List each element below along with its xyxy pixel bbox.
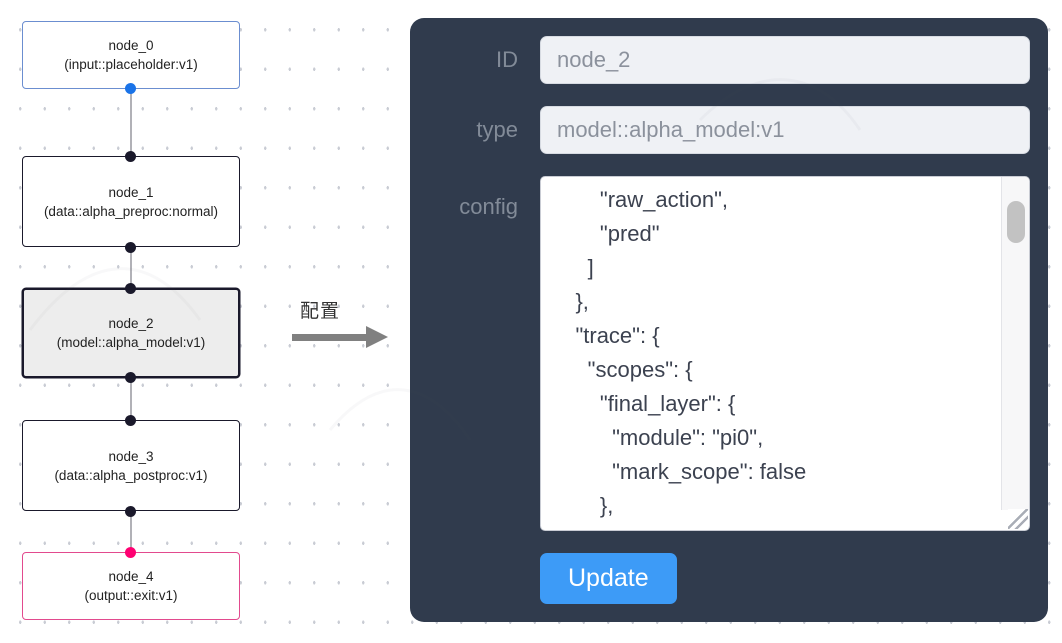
node-port-source-node_1[interactable] bbox=[125, 242, 136, 253]
config-textarea[interactable]: "raw_action", "pred" ] }, "trace": { "sc… bbox=[575, 187, 807, 530]
node-label: node_2(model::alpha_model:v1) bbox=[56, 316, 206, 350]
annotation-arrow-group: 配置 bbox=[292, 296, 400, 366]
graph-node-node_4[interactable]: node_4(output::exit:v1) bbox=[22, 552, 240, 620]
arrow-head-icon bbox=[366, 326, 388, 348]
node-label: node_3(data::alpha_postproc:v1) bbox=[54, 448, 208, 483]
resize-handle-icon[interactable] bbox=[1008, 509, 1028, 529]
node-port-source-node_3[interactable] bbox=[125, 506, 136, 517]
form-row-config: config "raw_action", "pred" ] }, "trace"… bbox=[428, 176, 1030, 531]
node-label: node_4(output::exit:v1) bbox=[84, 569, 178, 603]
config-textarea-wrapper[interactable]: "raw_action", "pred" ] }, "trace": { "sc… bbox=[540, 176, 1030, 531]
config-field-label: config bbox=[459, 194, 518, 219]
node-label: node_0(input::placeholder:v1) bbox=[64, 38, 198, 72]
graph-node-node_3[interactable]: node_3(data::alpha_postproc:v1) bbox=[22, 420, 240, 511]
form-row-type: type model::alpha_model:v1 bbox=[428, 106, 1030, 154]
edge-node1-node2 bbox=[130, 247, 132, 292]
arrow-shaft-icon bbox=[292, 334, 368, 341]
id-input[interactable]: node_2 bbox=[540, 36, 1030, 84]
node-port-source-node_2[interactable] bbox=[125, 372, 136, 383]
node-port-target-node_2[interactable] bbox=[125, 283, 136, 294]
edge-node0-node1 bbox=[130, 88, 132, 160]
node-port-source-node_0[interactable] bbox=[125, 83, 136, 94]
graph-node-node_0[interactable]: node_0(input::placeholder:v1) bbox=[22, 21, 240, 89]
panel-footer: Update bbox=[540, 553, 1030, 604]
annotation-label: 配置 bbox=[300, 300, 341, 322]
update-button[interactable]: Update bbox=[540, 553, 677, 604]
node-port-target-node_4[interactable] bbox=[125, 547, 136, 558]
id-field-label: ID bbox=[496, 47, 518, 72]
graph-node-node_1[interactable]: node_1(data::alpha_preproc:normal) bbox=[22, 156, 240, 247]
node-graph[interactable]: node_0(input::placeholder:v1) node_1(dat… bbox=[0, 0, 400, 643]
edge-node3-node4 bbox=[130, 511, 132, 551]
graph-node-node_2[interactable]: node_2(model::alpha_model:v1) bbox=[22, 288, 240, 378]
config-scrollbar[interactable] bbox=[1001, 177, 1029, 510]
node-config-panel: ID node_2 type model::alpha_model:v1 con… bbox=[410, 18, 1048, 622]
type-input[interactable]: model::alpha_model:v1 bbox=[540, 106, 1030, 154]
config-scrollbar-thumb[interactable] bbox=[1007, 201, 1025, 243]
form-row-id: ID node_2 bbox=[428, 36, 1030, 84]
type-field-label: type bbox=[476, 117, 518, 142]
node-port-target-node_3[interactable] bbox=[125, 415, 136, 426]
edge-node2-node3 bbox=[130, 377, 132, 419]
node-label: node_1(data::alpha_preproc:normal) bbox=[43, 184, 219, 219]
node-port-target-node_1[interactable] bbox=[125, 151, 136, 162]
